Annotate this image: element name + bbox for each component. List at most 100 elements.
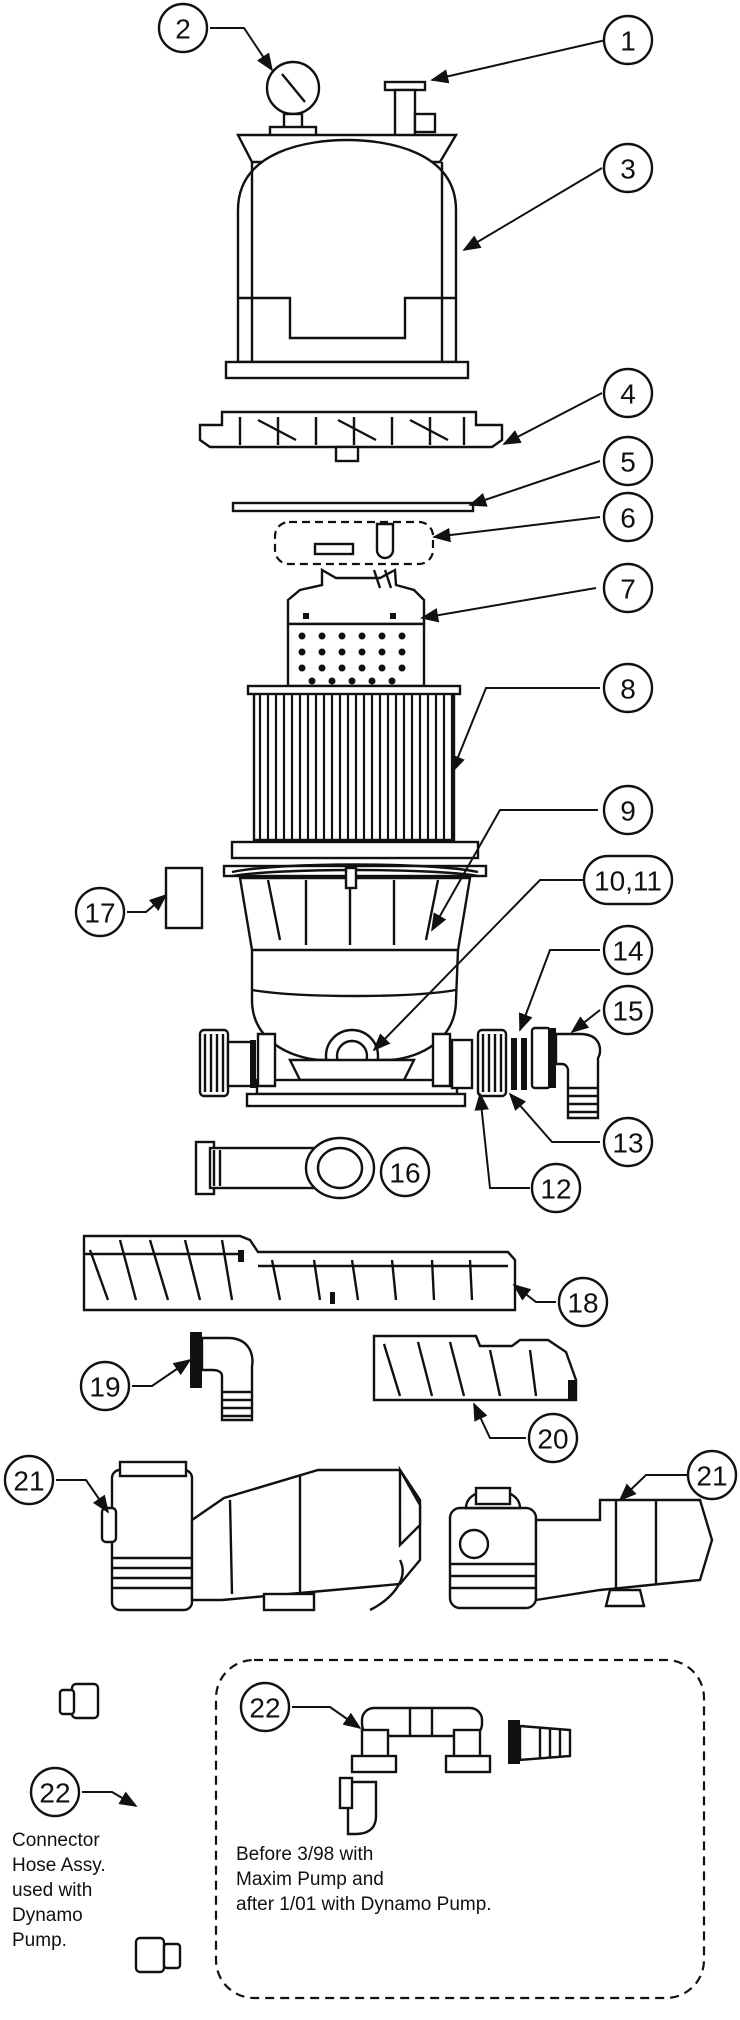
filter-base	[82, 1234, 517, 1312]
callout-20: 20	[527, 1412, 579, 1464]
callout-15: 15	[602, 984, 654, 1036]
callout-bubble	[602, 14, 654, 66]
callout-number: 2	[175, 14, 191, 45]
callout-bubble	[602, 784, 654, 836]
callout-16: 16	[379, 1146, 431, 1198]
callout-number: 22	[39, 1778, 70, 1809]
callout-bubble	[602, 562, 654, 614]
hose-line: Hose Assy.	[12, 1855, 106, 1876]
callout-6: 6	[602, 491, 654, 543]
callout-19: 19	[79, 1360, 131, 1412]
air-relief-valve	[383, 80, 437, 140]
callout-number: 14	[612, 936, 643, 967]
callout-bubble	[3, 1454, 55, 1506]
outlet-hardware-group	[273, 520, 435, 566]
callout-number: 8	[620, 674, 636, 705]
pressure-gauge	[265, 60, 321, 139]
pump-right	[448, 1486, 714, 1610]
left-union-nut	[198, 1028, 256, 1098]
callout-bubble	[239, 1681, 291, 1733]
callout-4: 4	[602, 367, 654, 419]
callout-bubble	[557, 1276, 609, 1328]
pump-left	[100, 1460, 422, 1612]
leader-lines	[56, 27, 690, 1807]
callout-number: 18	[567, 1288, 598, 1319]
callout-bubble	[29, 1766, 81, 1818]
callout-9: 9	[602, 784, 654, 836]
small-part-17	[164, 866, 204, 930]
tank-o-ring	[231, 501, 475, 513]
callout-22: 22	[239, 1681, 291, 1733]
callout-bubble	[74, 886, 126, 938]
callout-bubble	[602, 491, 654, 543]
callout-7: 7	[602, 562, 654, 614]
callout-21: 21	[3, 1454, 55, 1506]
elbow-fitting	[190, 1332, 254, 1422]
short-base	[372, 1334, 578, 1402]
tank-body	[222, 840, 488, 1108]
callout-number: 19	[89, 1372, 120, 1403]
callout-bubble	[602, 1116, 654, 1168]
connector-hose	[58, 1682, 182, 1974]
filter-cartridge	[246, 684, 462, 842]
callout-1: 1	[602, 14, 654, 66]
hose-line: Pump.	[12, 1930, 67, 1951]
callout-number: 21	[13, 1466, 44, 1497]
callout-number: 3	[620, 154, 636, 185]
callout-bubble	[602, 142, 654, 194]
callout-bubble	[527, 1412, 579, 1464]
callout-10-11: 10,11	[582, 854, 674, 906]
hose-line: Dynamo	[12, 1905, 83, 1926]
adapter-kit-box	[214, 1658, 706, 2000]
callout-number: 6	[620, 503, 636, 534]
callout-bubble	[602, 662, 654, 714]
callout-number: 4	[620, 379, 636, 410]
hose-line: used with	[12, 1880, 93, 1901]
callout-number: 17	[84, 898, 115, 929]
callout-bubble	[157, 2, 209, 54]
callout-bubble	[686, 1449, 738, 1501]
callout-number: 9	[620, 796, 636, 827]
callout-bubble	[602, 435, 654, 487]
callout-bubble	[602, 924, 654, 976]
callout-number: 10,11	[594, 866, 662, 897]
callout-number: 5	[620, 447, 636, 478]
callout-2: 2	[157, 2, 209, 54]
callout-number: 16	[389, 1158, 420, 1189]
callout-number: 13	[612, 1128, 643, 1159]
callout-22: 22	[29, 1766, 81, 1818]
kit-line: after 1/01 with Dynamo Pump.	[236, 1894, 492, 1915]
callout-14: 14	[602, 924, 654, 976]
tee-pipe	[194, 1136, 376, 1200]
kit-line: Maxim Pump and	[236, 1869, 384, 1890]
callout-number: 7	[620, 574, 636, 605]
callout-12: 12	[530, 1162, 582, 1214]
callout-13: 13	[602, 1116, 654, 1168]
callout-bubble	[379, 1146, 431, 1198]
callout-8: 8	[602, 662, 654, 714]
callout-number: 15	[612, 996, 643, 1027]
right-union-fittings	[450, 1026, 602, 1120]
callout-number: 12	[540, 1174, 571, 1205]
callout-17: 17	[74, 886, 126, 938]
callout-18: 18	[557, 1276, 609, 1328]
callout-5: 5	[602, 435, 654, 487]
manifold-holes	[298, 632, 406, 685]
kit-line: Before 3/98 with	[236, 1844, 374, 1865]
callout-3: 3	[602, 142, 654, 194]
callout-bubble	[602, 367, 654, 419]
adapter-kit	[338, 1706, 572, 1836]
callout-number: 21	[696, 1461, 727, 1492]
callout-bubble	[602, 984, 654, 1036]
callout-number: 22	[249, 1693, 280, 1724]
filter-manifold	[286, 567, 426, 688]
callout-bubble	[530, 1162, 582, 1214]
callout-number: 1	[620, 26, 636, 57]
callout-bubble	[582, 854, 674, 906]
locking-ring	[198, 410, 504, 463]
